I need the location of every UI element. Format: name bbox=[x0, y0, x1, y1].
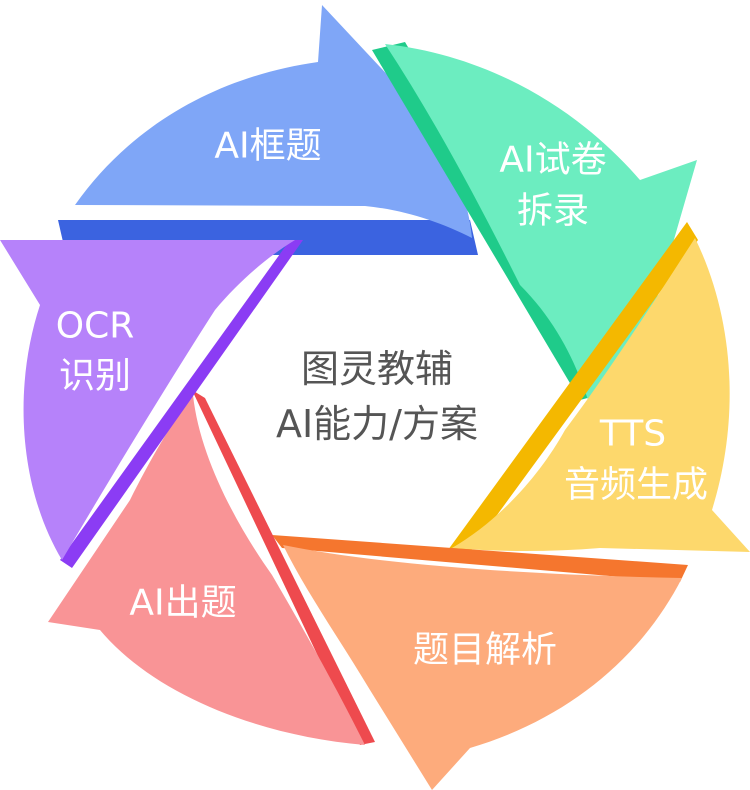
center-label: 图灵教辅 AI能力/方案 bbox=[276, 347, 478, 446]
segment-ai-kuangti: AI框题 bbox=[58, 5, 478, 255]
segment-ai-chuti-edge bbox=[192, 390, 375, 745]
center-title: 图灵教辅 bbox=[301, 347, 453, 391]
segment-timu-jiexi-edge bbox=[272, 535, 688, 582]
segment-timu-jiexi: 题目解析 bbox=[272, 535, 688, 790]
segment-ocr-label-2: 识别 bbox=[59, 356, 131, 397]
segment-tts-label-2: 音频生成 bbox=[564, 465, 708, 506]
segment-ai-chuti-label: AI出题 bbox=[129, 583, 236, 624]
segment-ai-kuangti-body bbox=[75, 5, 472, 238]
segment-tts-body bbox=[452, 238, 750, 552]
segment-timu-jiexi-label: 题目解析 bbox=[413, 630, 557, 671]
segment-ocr: OCR 识别 bbox=[0, 240, 303, 568]
segment-ai-kuangti-label: AI框题 bbox=[214, 126, 321, 167]
segment-ocr-label-1: OCR bbox=[56, 306, 135, 347]
segment-ai-chuti-body bbox=[48, 395, 365, 745]
segment-ocr-body bbox=[0, 240, 295, 560]
segment-tts-label-1: TTS bbox=[599, 414, 666, 455]
segment-ai-shijuan: AI试卷 拆录 bbox=[372, 42, 697, 400]
segment-ocr-edge bbox=[60, 240, 303, 568]
segment-ai-shijuan-body bbox=[385, 44, 697, 400]
segment-tts: TTS 音频生成 bbox=[448, 222, 750, 552]
segment-tts-edge bbox=[448, 222, 698, 552]
segment-ai-chuti: AI出题 bbox=[48, 390, 375, 745]
center-subtitle: AI能力/方案 bbox=[276, 402, 478, 446]
segment-ai-shijuan-label-2: 拆录 bbox=[517, 191, 589, 232]
segment-ai-shijuan-label-1: AI试卷 bbox=[499, 140, 606, 181]
segment-timu-jiexi-body bbox=[283, 545, 682, 790]
